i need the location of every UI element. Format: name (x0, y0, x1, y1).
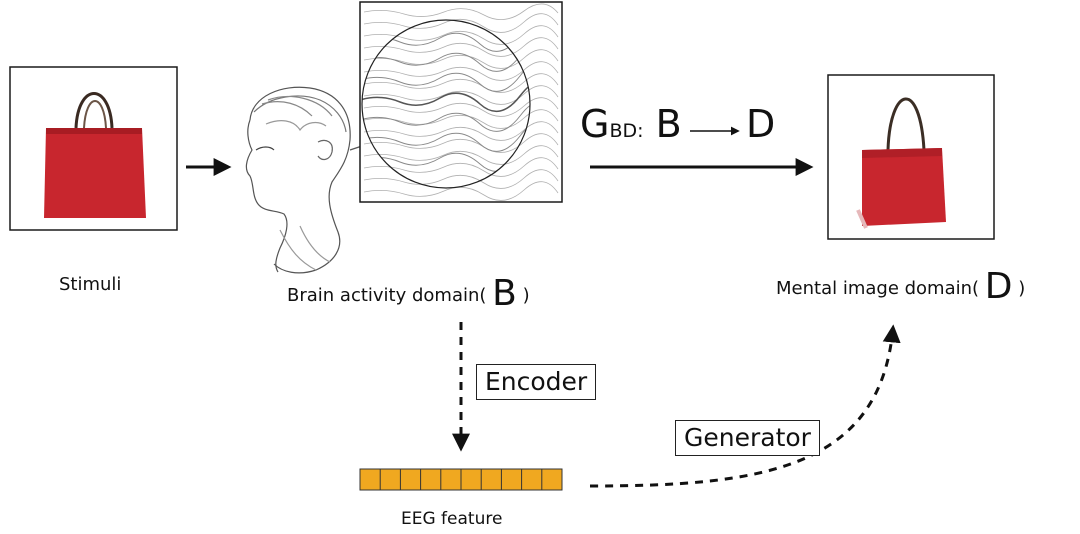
mapping-to: D (746, 102, 776, 146)
mental-domain-close: ) (1018, 278, 1026, 299)
stimuli-bag-image (44, 92, 146, 218)
brain-domain-symbol: B (492, 273, 517, 314)
mental-bag-image (856, 97, 946, 229)
encoder-label: Encoder (476, 364, 597, 400)
stimuli-caption: Stimuli (59, 274, 122, 295)
generator-arrow (589, 324, 901, 488)
mapping-label: GBD: B (580, 102, 682, 146)
mapping-from: B (655, 102, 682, 146)
mental-domain-symbol: D (984, 266, 1013, 307)
eeg-signal-texture (363, 3, 559, 201)
head-sketch-illustration (245, 86, 363, 274)
brain-domain-text: Brain activity domain( (287, 285, 487, 306)
generator-label: Generator (675, 420, 820, 456)
mental-domain-caption: Mental image domain( D ) (776, 266, 1025, 307)
brain-domain-close: ) (522, 285, 530, 306)
mapping-subscript: BD: (609, 120, 644, 142)
mapping-g: G (580, 102, 610, 146)
magnifier-circle (361, 19, 531, 189)
mental-domain-text: Mental image domain( (776, 278, 980, 299)
brain-domain-caption: Brain activity domain( B ) (287, 273, 530, 314)
eeg-feature-caption: EEG feature (401, 509, 503, 529)
eeg-feature-vector (359, 468, 563, 491)
